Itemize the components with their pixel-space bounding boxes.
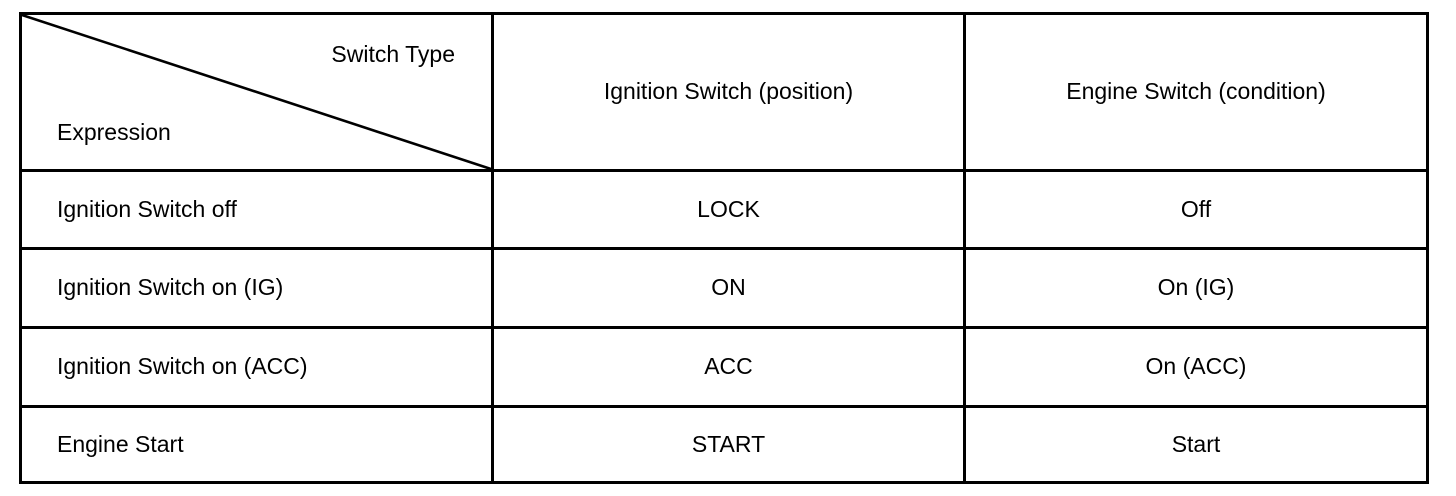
row-value-engine-condition-off: Off	[966, 172, 1426, 247]
row-value-ignition-position-lock: LOCK	[494, 172, 963, 247]
row-value-engine-condition-on-acc: On (ACC)	[966, 329, 1426, 405]
row-value-ignition-position-on: ON	[494, 250, 963, 326]
row-value-ignition-position-start: START	[494, 408, 963, 481]
row-expression-ignition-switch-off: Ignition Switch off	[22, 172, 491, 247]
column-header-ignition-switch: Ignition Switch (position)	[494, 15, 963, 169]
row-value-engine-condition-on-ig: On (IG)	[966, 250, 1426, 326]
switch-type-table: Switch Type Expression Ignition Switch (…	[19, 12, 1429, 484]
row-value-ignition-position-acc: ACC	[494, 329, 963, 405]
row-value-engine-condition-start: Start	[966, 408, 1426, 481]
corner-label-expression: Expression	[57, 119, 171, 146]
corner-header-cell: Switch Type Expression	[22, 15, 491, 169]
corner-label-switch-type: Switch Type	[331, 41, 455, 67]
row-expression-engine-start: Engine Start	[22, 408, 491, 481]
row-expression-ignition-switch-on-acc: Ignition Switch on (ACC)	[22, 329, 491, 405]
diagonal-divider-line	[22, 15, 491, 169]
row-expression-ignition-switch-on-ig: Ignition Switch on (IG)	[22, 250, 491, 326]
column-header-engine-switch: Engine Switch (condition)	[966, 15, 1426, 169]
